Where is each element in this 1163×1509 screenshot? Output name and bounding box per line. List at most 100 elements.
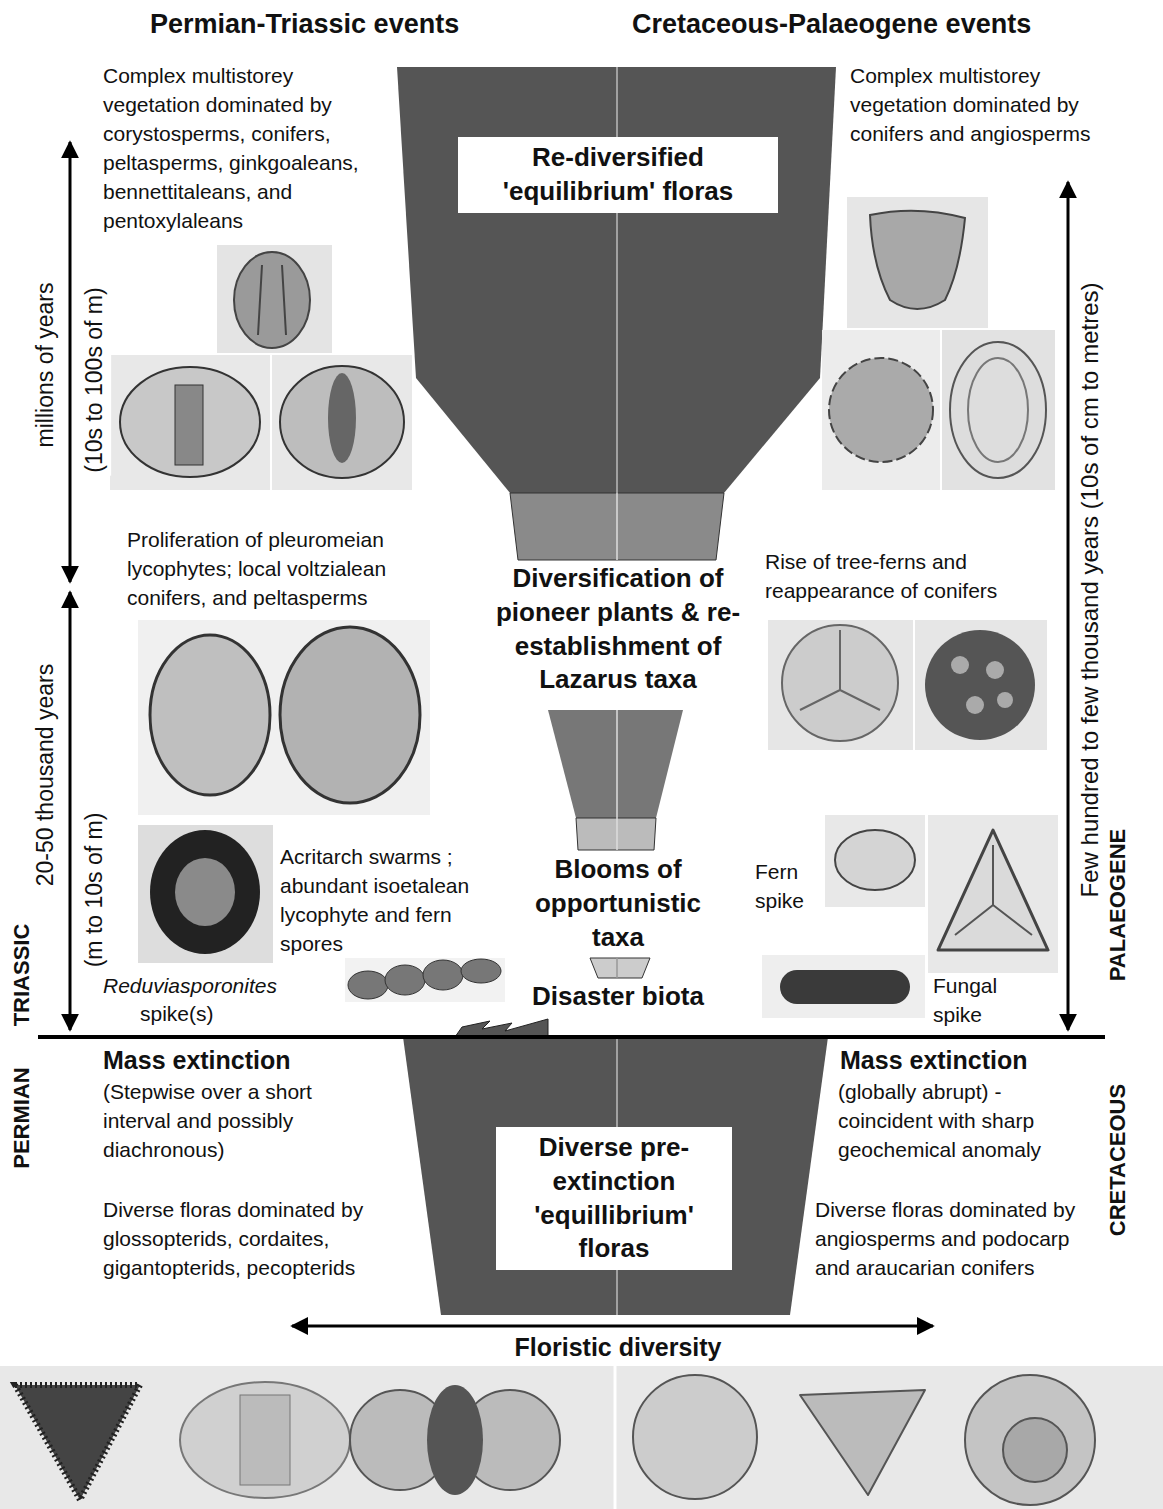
time-arrow (69, 142, 72, 582)
divider-line (616, 958, 618, 978)
thickness-label: (m to 10s of m) (79, 810, 111, 971)
divider-line (616, 67, 618, 493)
time-arrow (1067, 182, 1070, 1030)
flora-box: Re-diversified 'equilibrium' floras (458, 137, 778, 213)
spore-detail (800, 630, 880, 710)
diversity-band (576, 818, 656, 850)
strip-divider (614, 1366, 617, 1509)
flora-stage-text: Re-diversified 'equilibrium' floras (466, 141, 770, 209)
period-label: CRETACEOUS (1103, 1081, 1133, 1239)
pollen-grain (120, 367, 260, 477)
pollen-grain (800, 1390, 925, 1495)
spore-grain (280, 627, 420, 803)
pollen-strip (0, 1366, 1163, 1509)
spore-grain (835, 830, 915, 890)
spore-photo (138, 620, 430, 815)
flora-description: Complex multistorey vegetation dominated… (850, 62, 1100, 149)
diversity-arrow (292, 1325, 933, 1328)
fungal-photo (345, 958, 505, 1002)
period-label: PERMIAN (7, 1064, 37, 1171)
event-description: (Stepwise over a short interval and poss… (103, 1078, 368, 1165)
flora-description: Rise of tree-ferns and reappearance of c… (765, 548, 1050, 606)
pollen-detail (175, 385, 203, 465)
fungal-cell (385, 965, 425, 995)
panel-heading: Cretaceous-Palaeogene events (632, 6, 1031, 43)
acritarch-grain (150, 830, 260, 954)
spore-detail (955, 845, 1032, 935)
pollen-detail (968, 358, 1028, 462)
pollen-grain (965, 1375, 1095, 1505)
pollen-photo (847, 197, 988, 328)
pollen-photo (272, 355, 412, 490)
event-heading: Mass extinction (840, 1043, 1028, 1078)
stepwise-zigzag (455, 1019, 548, 1037)
flora-description: Diverse floras dominated by glossopterid… (103, 1196, 403, 1283)
diversity-band (510, 493, 724, 560)
diversity-funnel (548, 710, 683, 818)
pollen-grain (180, 1382, 350, 1498)
pollen-grain (280, 366, 404, 478)
spore-grain (150, 635, 270, 795)
stage-label: Diversification of pioneer plants & re-e… (478, 562, 758, 697)
stage-label: Blooms of opportunistic taxa (511, 853, 726, 954)
flora-description: Proliferation of pleuromeian lycophytes;… (127, 526, 447, 613)
spike-label: Fern spike (755, 858, 823, 916)
pollen-detail (328, 373, 356, 463)
spore-detail (986, 661, 1004, 679)
spore-detail (966, 696, 984, 714)
divider-line (616, 493, 618, 560)
pollen-detail (240, 1395, 290, 1485)
fungal-cell (423, 960, 463, 990)
acritarch-photo (138, 825, 273, 963)
boundary-line (38, 1035, 1105, 1039)
axis-label: Floristic diversity (468, 1334, 768, 1362)
time-arrow (69, 592, 72, 1030)
pollen-detail (258, 265, 286, 335)
pollen-photo (942, 330, 1055, 490)
pollen-detail (1003, 1418, 1067, 1482)
spike-label: spike(s) (140, 1000, 214, 1029)
fungal-cell (461, 959, 501, 983)
fungal-photo (762, 955, 925, 1018)
spore-photo (915, 620, 1047, 750)
flora-description: Diverse floras dominated by angiosperms … (815, 1196, 1100, 1283)
spore-grain (782, 625, 898, 741)
diversity-band (590, 958, 650, 978)
spore-detail (997, 692, 1013, 708)
acritarch-detail (175, 858, 235, 926)
fungal-hypha (780, 970, 910, 1004)
panel-heading: Permian-Triassic events (150, 6, 459, 43)
pollen-grain (633, 1375, 757, 1499)
spore-grain (925, 630, 1035, 740)
flora-description: Complex multistorey vegetation dominated… (103, 62, 393, 236)
time-span-label: 20-50 thousand years (30, 661, 62, 890)
fungal-cell (348, 971, 388, 999)
time-span-label: Few hundred to few thousand years (10s o… (1073, 280, 1106, 901)
pollen-grain (870, 211, 965, 309)
flora-stage-text: Diverse pre-extinction 'equillibrium' fl… (504, 1131, 724, 1266)
diversity-funnel (397, 67, 836, 493)
flora-description: Acritarch swarms ; abundant isoetalean l… (280, 843, 495, 959)
event-heading: Mass extinction (103, 1043, 291, 1078)
stage-label: Disaster biota (508, 980, 728, 1014)
period-label: TRIASSIC (7, 921, 37, 1030)
spore-photo (928, 815, 1058, 973)
pollen-photo (217, 245, 332, 353)
spike-label: Fungal spike (933, 972, 1028, 1030)
thickness-label: (10s to 100s of m) (79, 284, 111, 475)
pre-extinction-block (403, 1037, 828, 1315)
period-label: PALAEOGENE (1103, 826, 1133, 984)
divider-line (616, 710, 618, 850)
pollen-grain (234, 252, 310, 348)
flora-box: Diverse pre-extinction 'equillibrium' fl… (496, 1127, 732, 1270)
pollen-detail (427, 1385, 483, 1495)
pollen-grain (15, 1385, 140, 1500)
taxon-name: Reduviasporonites (103, 972, 277, 1001)
spore-photo (825, 815, 925, 907)
pollen-grain (829, 358, 933, 462)
spore-detail (951, 656, 969, 674)
pollen-photo (822, 330, 940, 490)
pollen-grain (950, 342, 1046, 478)
time-span-label: millions of years (30, 280, 62, 451)
